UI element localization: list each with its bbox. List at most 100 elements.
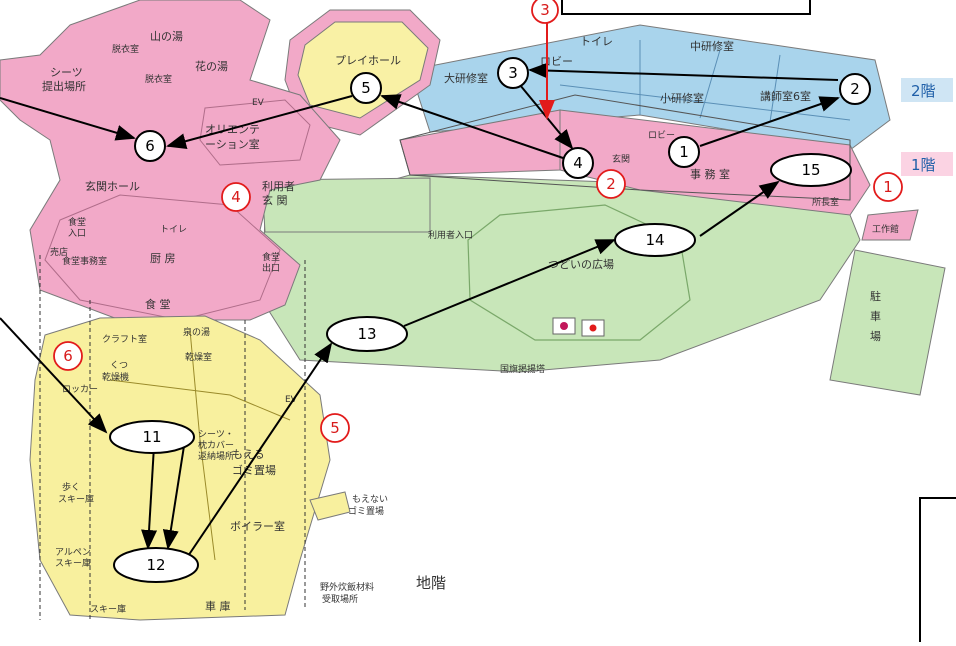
label-user-entrance-2: 玄 関 [262,193,288,207]
flag-left-mark [560,322,568,330]
label-walk-ski-2: スキー庫 [58,493,94,505]
label-small-training: 小研修室 [660,91,704,105]
workshop-building [861,209,919,241]
label-sheets-return: 提出場所 [42,79,86,93]
label-ev-1f: EV [252,98,265,108]
label-flagpole: 国旗掲揚塔 [500,363,545,375]
label-flower-bath: 花の湯 [195,60,228,73]
marker-11 [109,420,195,454]
label-play-hall: プレイホール [335,54,401,67]
label-kitchen: 厨 房 [150,252,176,265]
building-shell [399,94,851,201]
label-parking-3: 場 [870,330,881,343]
label-cafeteria: 食 堂 [145,297,171,311]
red-markers: 1 2 3 4 5 6 [53,0,903,443]
label-burnable-2: ゴミ置場 [232,463,276,477]
label-sheets-cover-2: 枕カバー [198,439,234,451]
plaza-octagon [467,204,691,341]
label-large-training: 大研修室 [444,71,488,85]
marker-1 [668,136,700,168]
red-marker-3-label: 3 [540,1,550,19]
label-user-entrance-1: 利用者 [262,180,295,193]
label-lobby-1f: ロビー [648,130,675,141]
label-walk-ski-1: 歩く [62,481,80,493]
label-dressing-a: 脱衣室 [112,43,139,55]
arrow-14-15 [699,180,780,237]
label-nonburn-2: ゴミ置場 [348,505,384,517]
top-legend-box [561,0,811,15]
red-marker-6 [53,341,83,371]
red-marker-3 [531,0,559,24]
red-marker-2-label: 2 [606,175,616,193]
red-marker-5-label: 5 [330,419,340,437]
marker-4 [562,147,594,179]
red-marker-1-label: 1 [883,178,893,196]
marker-4-label: 4 [573,154,583,172]
floor-1-west [0,0,341,321]
label-shoe-2: 乾燥機 [102,371,129,383]
floor-1-east [399,94,919,241]
marker-15 [770,153,852,187]
marker-5-label: 5 [361,79,371,97]
marker-15-label: 15 [801,161,820,179]
arrow-12-13 [181,342,333,566]
label-cafeteria-exit-2: 出口 [262,262,280,274]
label-lecturer-room: 講師室6室 [760,89,811,103]
marker-1-label: 1 [679,143,689,161]
label-outdoor-return-2: 受取場所 [322,593,358,605]
label-shoe-1: くつ [110,361,128,371]
marker-14 [614,223,696,257]
marker-12 [113,547,199,583]
label-cafeteria-exit-1: 食堂 [262,251,280,263]
arrow-in-11 [0,317,108,434]
label-parking-2: 車 [870,309,881,323]
side-legend-box [919,497,956,646]
label-sheets-cover-3: 返納場所 [198,450,234,462]
floor-tag-1f-label: 1階 [911,156,936,174]
label-workshop: 工作館 [872,223,899,235]
arrow-4-5 [380,94,564,159]
label-outdoor-return-1: 野外炊飯材料 [320,581,374,593]
label-mountain-bath: 山の湯 [150,30,183,43]
floor-tag-2f [901,78,953,102]
label-user-entrance-west: 利用者入口 [428,229,473,241]
red-marker-2 [596,169,626,199]
floor-tag-1f [901,152,953,176]
marker-2 [839,73,871,105]
label-parking-1: 駐 [870,289,881,303]
floor-tag-2f-label: 2階 [911,82,936,100]
marker-6-label: 6 [145,137,155,155]
red-marker-4 [221,182,251,212]
route-markers: 1 2 3 4 5 6 11 12 13 14 15 [109,57,871,583]
label-mid-training: 中研修室 [690,39,734,53]
red-marker-6-label: 6 [63,347,73,365]
label-burnable-1: もえる [232,448,265,461]
label-sheets-cover-1: シーツ・ [198,430,234,440]
flag-right-mark [589,324,597,332]
label-toilet-1f: トイレ [160,225,187,235]
label-nonburn-1: もえない [352,494,388,505]
label-alpine-1: アルペン [55,548,91,558]
route-arrows [0,18,840,566]
label-drying-room: 乾燥室 [185,351,212,363]
label-alpine-2: スキー庫 [55,557,91,569]
play-hall-floor [297,21,429,119]
floor-tag-basement-label: 地階 [416,574,446,592]
label-sheets: シーツ [50,66,83,79]
marker-6 [134,130,166,162]
label-orientation-2: ーション室 [205,137,260,151]
floor-1-west-block [0,0,341,321]
label-shop: 売店 [50,246,68,258]
label-cafeteria-entry-1: 食堂 [68,216,86,228]
label-entrance-1f: 玄関 [612,153,630,165]
label-warehouse: 車 庫 [205,599,231,613]
marker-2-label: 2 [850,80,860,98]
marker-13-label: 13 [357,325,376,343]
parking-lot [829,249,946,396]
arrow-1-2 [699,96,840,147]
label-plaza: つどいの広場 [548,258,614,271]
nonburnable-box [309,491,351,521]
arrow-11-12a [141,445,158,550]
